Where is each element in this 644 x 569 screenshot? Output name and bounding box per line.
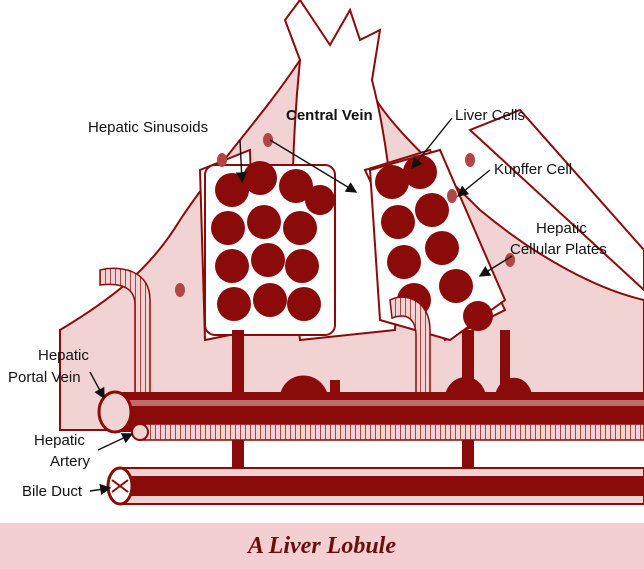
portal-vein-label-line1: Hepatic xyxy=(38,347,89,364)
artery-label-line1: Hepatic xyxy=(34,432,85,449)
cellular-plates-label-line2: Cellular Plates xyxy=(510,241,607,258)
figure-caption-bar: A Liver Lobule xyxy=(0,523,644,569)
portal-vein-label-line2: Portal Vein xyxy=(8,369,81,386)
figure-caption: A Liver Lobule xyxy=(248,533,396,560)
artery-label-line2: Artery xyxy=(50,453,91,470)
liver-cells-label: Liver Cells xyxy=(455,107,525,124)
kupffer-cell-label: Kupffer Cell xyxy=(494,161,572,178)
liver-lobule-diagram: Central Vein Hepatic Sinusoids Liver Cel… xyxy=(0,0,644,523)
hepatic-sinusoids-label: Hepatic Sinusoids xyxy=(88,119,208,136)
bile-duct-label: Bile Duct xyxy=(22,483,83,500)
hepatic-plate-left xyxy=(205,161,335,335)
hepatic-artery-tube xyxy=(132,424,644,440)
bile-duct-tube xyxy=(108,468,644,504)
cellular-plates-label-line1: Hepatic xyxy=(536,220,587,237)
central-vein-label: Central Vein xyxy=(286,107,373,124)
